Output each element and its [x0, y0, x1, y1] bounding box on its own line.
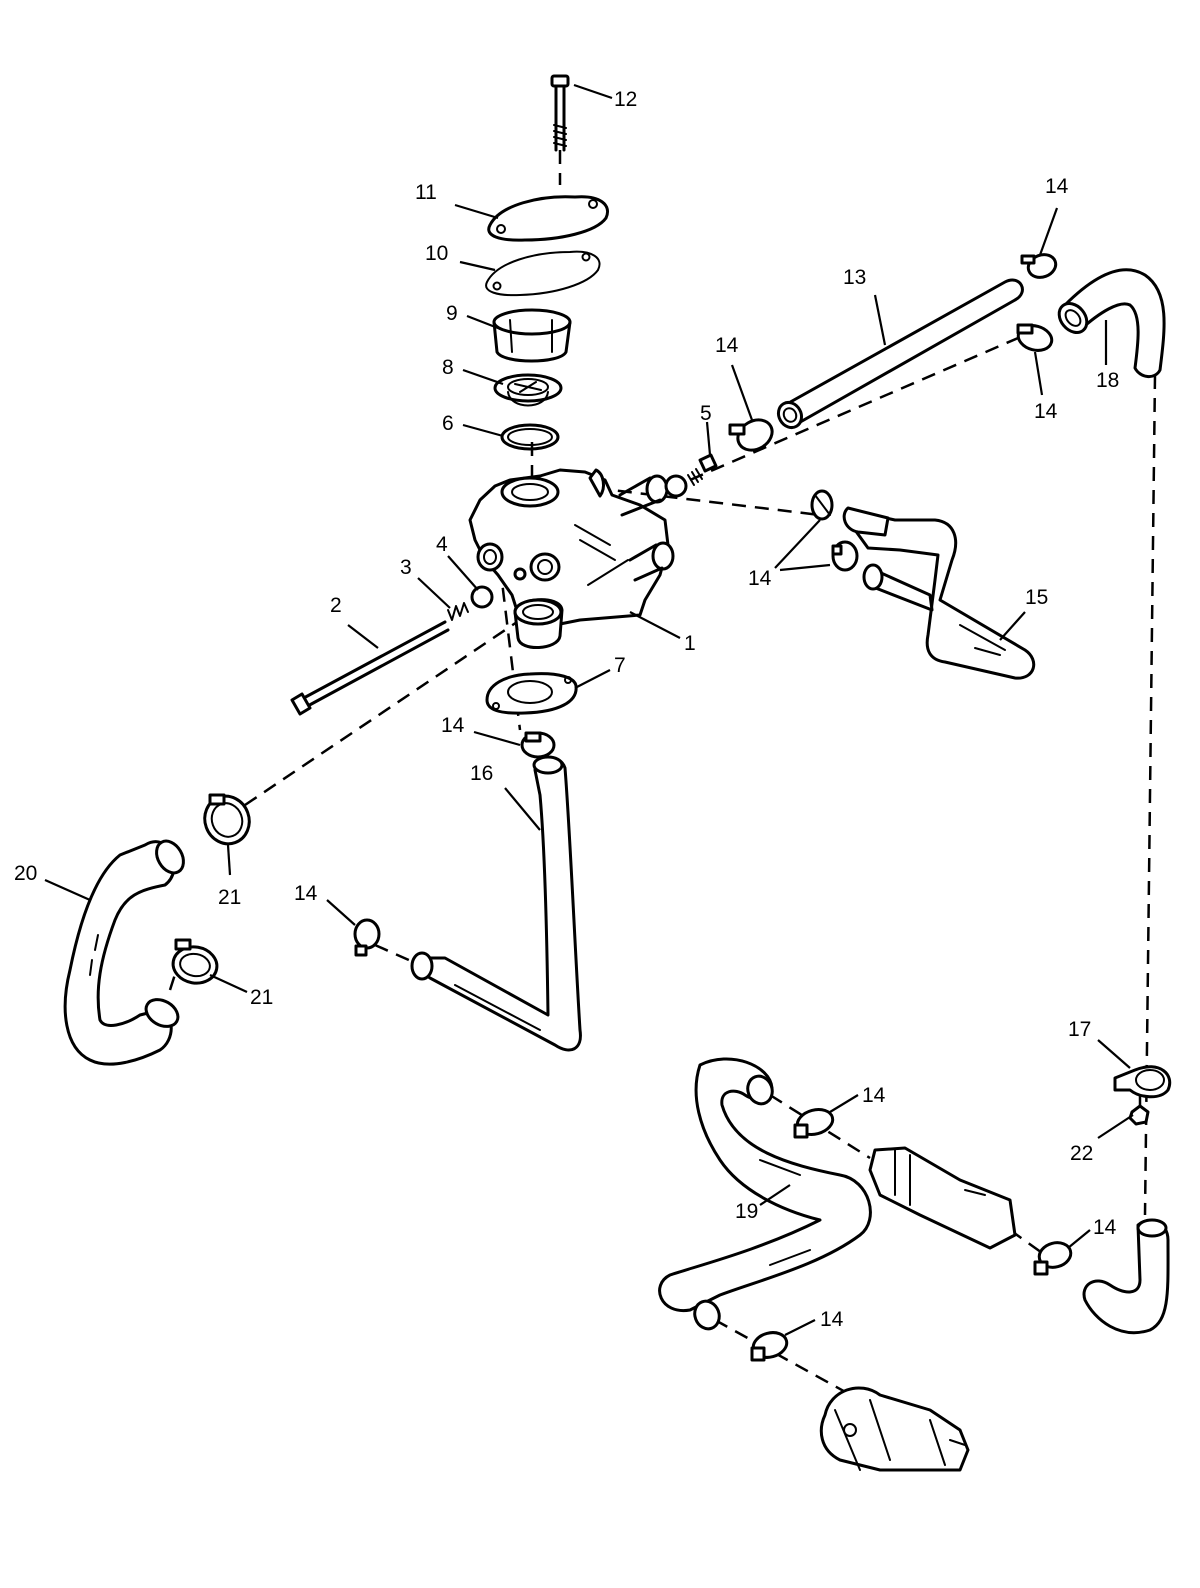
label-part-9: 9 [446, 302, 458, 325]
spring-part-3 [447, 602, 469, 621]
pump-component [819, 1386, 970, 1472]
long-bolt-part-2 [290, 620, 450, 716]
hose-part-15 [842, 506, 1036, 680]
label-part-13: 13 [843, 266, 866, 289]
label-part-6: 6 [442, 412, 454, 435]
clamp-14-top-right [1020, 253, 1058, 279]
hose-part-13 [776, 278, 1024, 430]
part-labels: 12 11 10 9 8 6 5 14 13 14 14 18 4 3 2 1 … [14, 88, 1119, 1331]
hose-part-18 [1057, 268, 1166, 378]
clamp-21-upper [203, 793, 251, 846]
clamp-14-below-gasket [520, 731, 556, 759]
label-part-14-d: 14 [748, 567, 772, 590]
sleeve-part-9 [492, 308, 572, 363]
label-part-5: 5 [700, 402, 712, 425]
label-part-15: 15 [1025, 586, 1048, 609]
label-part-14-f: 14 [294, 882, 318, 905]
clamp-14-near-hose-16 [353, 918, 381, 957]
clamp-14-bottom-center [793, 1108, 835, 1139]
thermostat-housing-part-1 [468, 468, 675, 650]
label-part-14-h: 14 [1093, 1216, 1117, 1239]
bolt-part-12 [550, 74, 570, 152]
clamp-14-hose-15-upper [810, 489, 834, 521]
label-part-3: 3 [400, 556, 412, 579]
hose-part-19 [658, 1057, 872, 1331]
label-part-10: 10 [425, 242, 448, 265]
hose-part-20 [63, 839, 185, 1066]
label-part-4: 4 [436, 533, 448, 556]
label-part-16: 16 [470, 762, 493, 785]
label-part-18: 18 [1096, 369, 1119, 392]
label-part-21-a: 21 [218, 886, 241, 909]
label-part-17: 17 [1068, 1018, 1091, 1041]
label-part-14-b: 14 [1045, 175, 1069, 198]
label-part-14-c: 14 [1034, 400, 1058, 423]
hose-part-18-lower [1082, 1218, 1170, 1335]
clamps-group [171, 253, 1073, 1362]
clamp-14-bottom-left [750, 1331, 789, 1362]
label-part-14-g: 14 [862, 1084, 886, 1107]
plug-part-5 [664, 453, 718, 498]
label-part-22: 22 [1070, 1142, 1093, 1165]
label-part-19: 19 [735, 1200, 758, 1223]
clamp-14-bottom-right [1033, 1241, 1073, 1276]
gasket-part-7 [485, 672, 578, 715]
label-part-1: 1 [684, 632, 696, 655]
label-part-14-a: 14 [715, 334, 739, 357]
label-part-21-b: 21 [250, 986, 273, 1009]
label-part-14-e: 14 [441, 714, 465, 737]
leader-lines [44, 83, 1134, 1336]
label-part-12: 12 [614, 88, 637, 111]
clamp-14-near-hose-13 [728, 418, 774, 452]
label-part-20: 20 [14, 862, 37, 885]
clamp-14-right-mid [1016, 323, 1054, 352]
clamp-14-hose-15-lower [831, 540, 859, 572]
gasket-part-10 [485, 250, 601, 297]
cover-plate-part-11 [487, 195, 609, 242]
label-part-14-i: 14 [820, 1308, 844, 1331]
clamp-part-17 [1113, 1065, 1172, 1099]
fitting-component [868, 1146, 1017, 1250]
label-part-7: 7 [614, 654, 626, 677]
label-part-11: 11 [415, 181, 437, 204]
thermostat-part-8 [493, 373, 563, 407]
clamp-21-lower [171, 938, 219, 985]
o-ring-part-6 [500, 423, 560, 451]
hose-part-16 [410, 755, 582, 1052]
ball-part-4 [470, 585, 494, 609]
label-part-2: 2 [330, 594, 342, 617]
label-part-8: 8 [442, 356, 454, 379]
